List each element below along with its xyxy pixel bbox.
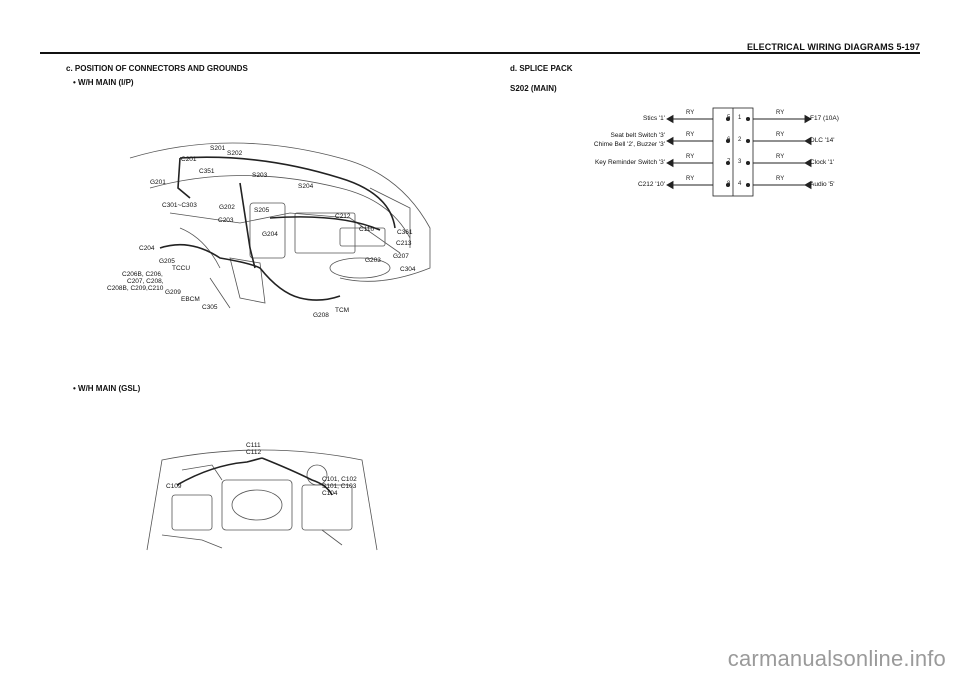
label-c212: C212 bbox=[335, 213, 351, 220]
splice-left-c212: C212 '10' bbox=[637, 181, 665, 188]
label-c110: C110 bbox=[359, 226, 375, 233]
splice-left-key-reminder: Key Reminder Switch '3' bbox=[594, 159, 665, 166]
splice-left-chime-bell: Chime Bell '2', Buzzer '3' bbox=[593, 141, 665, 148]
label-c111: C111 bbox=[246, 442, 261, 449]
page-header: ELECTRICAL WIRING DIAGRAMS 5-197 bbox=[746, 42, 920, 52]
splice-pack-name: S202 (MAIN) bbox=[510, 84, 557, 93]
wire-color-right-1: RY bbox=[776, 110, 785, 116]
splice-diagram bbox=[666, 107, 812, 197]
label-c301-c303: C301~C303 bbox=[162, 202, 197, 209]
label-c101-c102: C101, C102 bbox=[322, 476, 357, 483]
wire-color-left-1: RY bbox=[686, 110, 695, 116]
pin-6: 6 bbox=[727, 137, 731, 143]
wire-color-left-4: RY bbox=[686, 176, 695, 182]
label-g203: G203 bbox=[365, 257, 381, 264]
label-g205: G205 bbox=[159, 258, 175, 265]
label-c305: C305 bbox=[202, 304, 218, 311]
label-g202: G202 bbox=[219, 204, 235, 211]
section-d-title: d. SPLICE PACK bbox=[510, 64, 573, 73]
splice-right-audio: Audio '5' bbox=[810, 181, 835, 188]
label-s205: S205 bbox=[254, 207, 270, 214]
label-c112: C112 bbox=[246, 449, 262, 456]
pin-5: 5 bbox=[727, 115, 731, 121]
label-tccu: TCCU bbox=[172, 265, 191, 272]
splice-right-f17: F17 (10A) bbox=[810, 115, 839, 122]
section-c-title: c. POSITION OF CONNECTORS AND GROUNDS bbox=[66, 64, 248, 73]
wire-color-right-2: RY bbox=[776, 132, 785, 138]
label-c104: C104 bbox=[322, 490, 338, 497]
label-g208: G208 bbox=[313, 312, 329, 319]
label-g209: G209 bbox=[165, 289, 181, 296]
wire-color-left-2: RY bbox=[686, 132, 695, 138]
engine-illustration bbox=[146, 449, 378, 551]
label-c109: C109 bbox=[166, 483, 182, 490]
label-c201: C201 bbox=[181, 156, 197, 163]
label-g207: G207 bbox=[393, 253, 409, 260]
label-g201: G201 bbox=[150, 179, 166, 186]
header-rule bbox=[40, 52, 920, 54]
label-c361: C361 bbox=[397, 229, 413, 236]
footer-watermark: carmanualsonline.info bbox=[727, 646, 946, 671]
splice-right-dlc: DLC '14' bbox=[810, 137, 835, 144]
pin-7: 7 bbox=[727, 159, 731, 165]
wire-color-right-4: RY bbox=[776, 176, 785, 182]
ip-subtitle: • W/H MAIN (I/P) bbox=[73, 78, 134, 87]
label-c351: C351 bbox=[199, 168, 215, 175]
label-c213: C213 bbox=[396, 240, 412, 247]
wire-color-right-3: RY bbox=[776, 154, 785, 160]
splice-left-seat-belt: Seat belt Switch '3' bbox=[610, 132, 665, 139]
wire-color-left-3: RY bbox=[686, 154, 695, 160]
pin-4: 4 bbox=[738, 181, 742, 187]
label-c206-group-2: C207, C208, bbox=[127, 278, 164, 285]
label-c304: C304 bbox=[400, 266, 416, 273]
label-c204: C204 bbox=[139, 245, 155, 252]
label-s203: S203 bbox=[252, 172, 268, 179]
pin-8: 8 bbox=[727, 181, 731, 187]
label-ebcm: EBCM bbox=[181, 296, 200, 303]
pin-1: 1 bbox=[738, 115, 742, 121]
label-c206-group-1: C206B, C206, bbox=[122, 271, 163, 278]
dashboard-illustration bbox=[129, 142, 431, 309]
label-s204: S204 bbox=[298, 183, 314, 190]
label-s101-c103: S101, C103 bbox=[322, 483, 357, 490]
label-g204: G204 bbox=[262, 231, 278, 238]
label-tcm: TCM bbox=[335, 307, 350, 314]
splice-right-clock: Clock '1' bbox=[810, 159, 835, 166]
gsl-subtitle: • W/H MAIN (GSL) bbox=[73, 384, 141, 393]
label-c206-group-3: C208B, C209,C210 bbox=[107, 285, 164, 292]
splice-left-stics: Stics '1' bbox=[643, 115, 665, 122]
pin-3: 3 bbox=[738, 159, 742, 165]
pin-2: 2 bbox=[738, 137, 742, 143]
label-s202: S202 bbox=[227, 150, 243, 157]
label-s201: S201 bbox=[210, 145, 226, 152]
label-c203: C203 bbox=[218, 217, 234, 224]
